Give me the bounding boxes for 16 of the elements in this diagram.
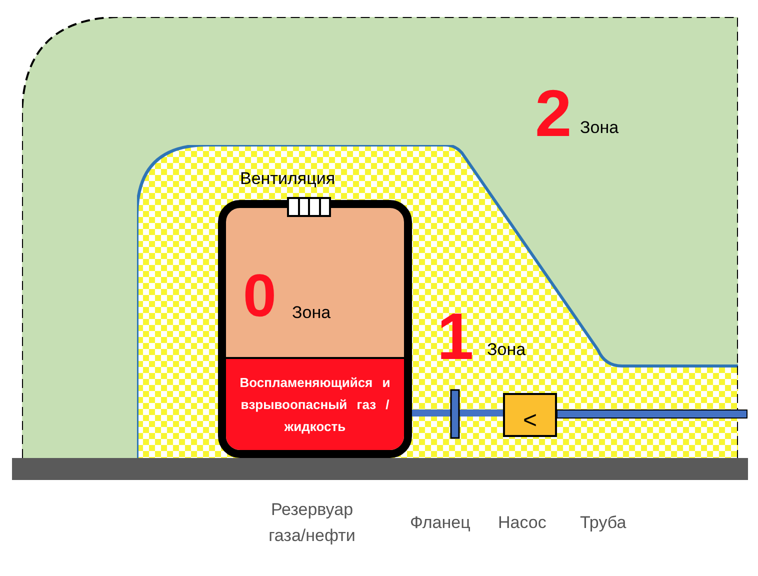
liquid-text: Воспламеняющийся и взрывоопасный газ / жидкость bbox=[238, 374, 392, 436]
zone-number: 2 bbox=[535, 80, 572, 146]
zone-number: 0 bbox=[243, 266, 276, 326]
pipe bbox=[412, 410, 503, 416]
pump-label: Насос bbox=[498, 514, 546, 531]
zone-label: Зона bbox=[580, 119, 619, 136]
zone-label: Зона bbox=[292, 304, 331, 321]
tank bbox=[218, 200, 412, 458]
zone-area bbox=[22, 17, 738, 458]
pump-box bbox=[503, 393, 557, 437]
liquid-area bbox=[226, 357, 404, 450]
tank-label: Резервуар газа/нефти bbox=[268, 499, 356, 547]
zone-area bbox=[137, 145, 738, 458]
flange-label: Фланец bbox=[410, 514, 470, 531]
pipe-label: Труба bbox=[580, 514, 626, 531]
pump-symbol: < bbox=[522, 409, 537, 433]
